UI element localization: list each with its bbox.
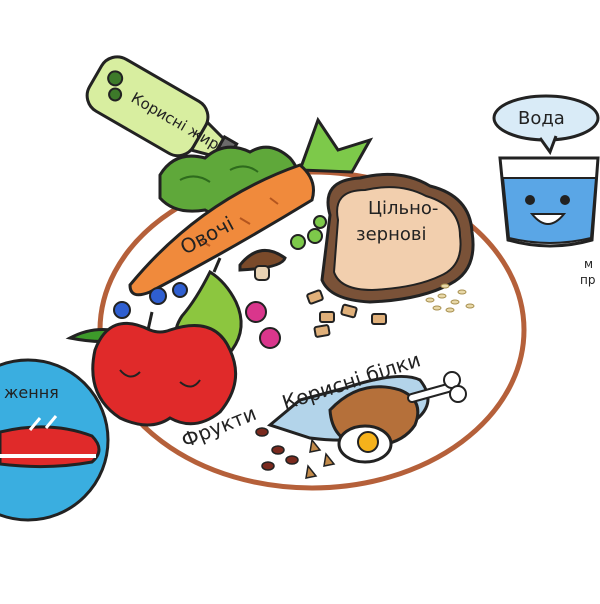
- peas-icon: [290, 215, 327, 250]
- blueberries-icon: [113, 282, 188, 319]
- water-bubble: Вода: [492, 94, 600, 156]
- seeds-icon: [425, 283, 475, 313]
- croutons-icon: [306, 289, 387, 338]
- bread-icon: Цільно- зернові: [320, 172, 475, 304]
- carrot-icon: Овочі: [128, 116, 374, 297]
- water-label: Вода: [518, 108, 565, 129]
- nuts-icon: [305, 438, 336, 479]
- whole-grains-label-line2: зернові: [356, 224, 426, 245]
- whole-grains-label-line1: Цільно-: [368, 198, 438, 219]
- mushroom-icon: [238, 249, 287, 281]
- apple-icon: [65, 311, 238, 427]
- egg-icon: [337, 424, 393, 464]
- water-glass-icon: [498, 156, 600, 248]
- raspberries-icon: [245, 301, 281, 349]
- cut-label-fragment-2: пр: [580, 273, 595, 287]
- activity-badge: ження: [0, 358, 110, 522]
- cut-label-fragment-1: м: [584, 257, 593, 271]
- sneakers-icon: [0, 415, 101, 469]
- activity-label-fragment: ження: [4, 383, 59, 402]
- beans-icon: [255, 427, 299, 471]
